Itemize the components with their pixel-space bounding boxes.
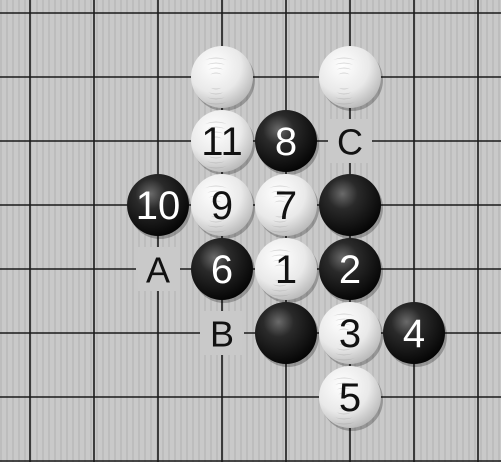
- white-stone-body: [319, 46, 381, 108]
- move-number-label: 1: [275, 248, 297, 292]
- move-number-label: 4: [403, 312, 425, 356]
- black-stone-body: [319, 174, 381, 236]
- move-number-label: 7: [275, 184, 297, 228]
- move-number-label: 10: [136, 184, 181, 228]
- move-number-label: 9: [211, 184, 233, 228]
- point-marker-a: A: [146, 250, 170, 291]
- move-number-label: 11: [201, 120, 243, 164]
- black-stone-body: [255, 302, 317, 364]
- point-marker-b: B: [210, 314, 234, 355]
- move-number-label: 2: [339, 248, 361, 292]
- move-number-label: 8: [275, 120, 297, 164]
- move-number-label: 6: [211, 248, 233, 292]
- point-marker-c: C: [337, 122, 363, 163]
- move-number-label: 3: [339, 312, 361, 356]
- white-stone-body: [191, 46, 253, 108]
- move-number-label: 5: [339, 376, 361, 420]
